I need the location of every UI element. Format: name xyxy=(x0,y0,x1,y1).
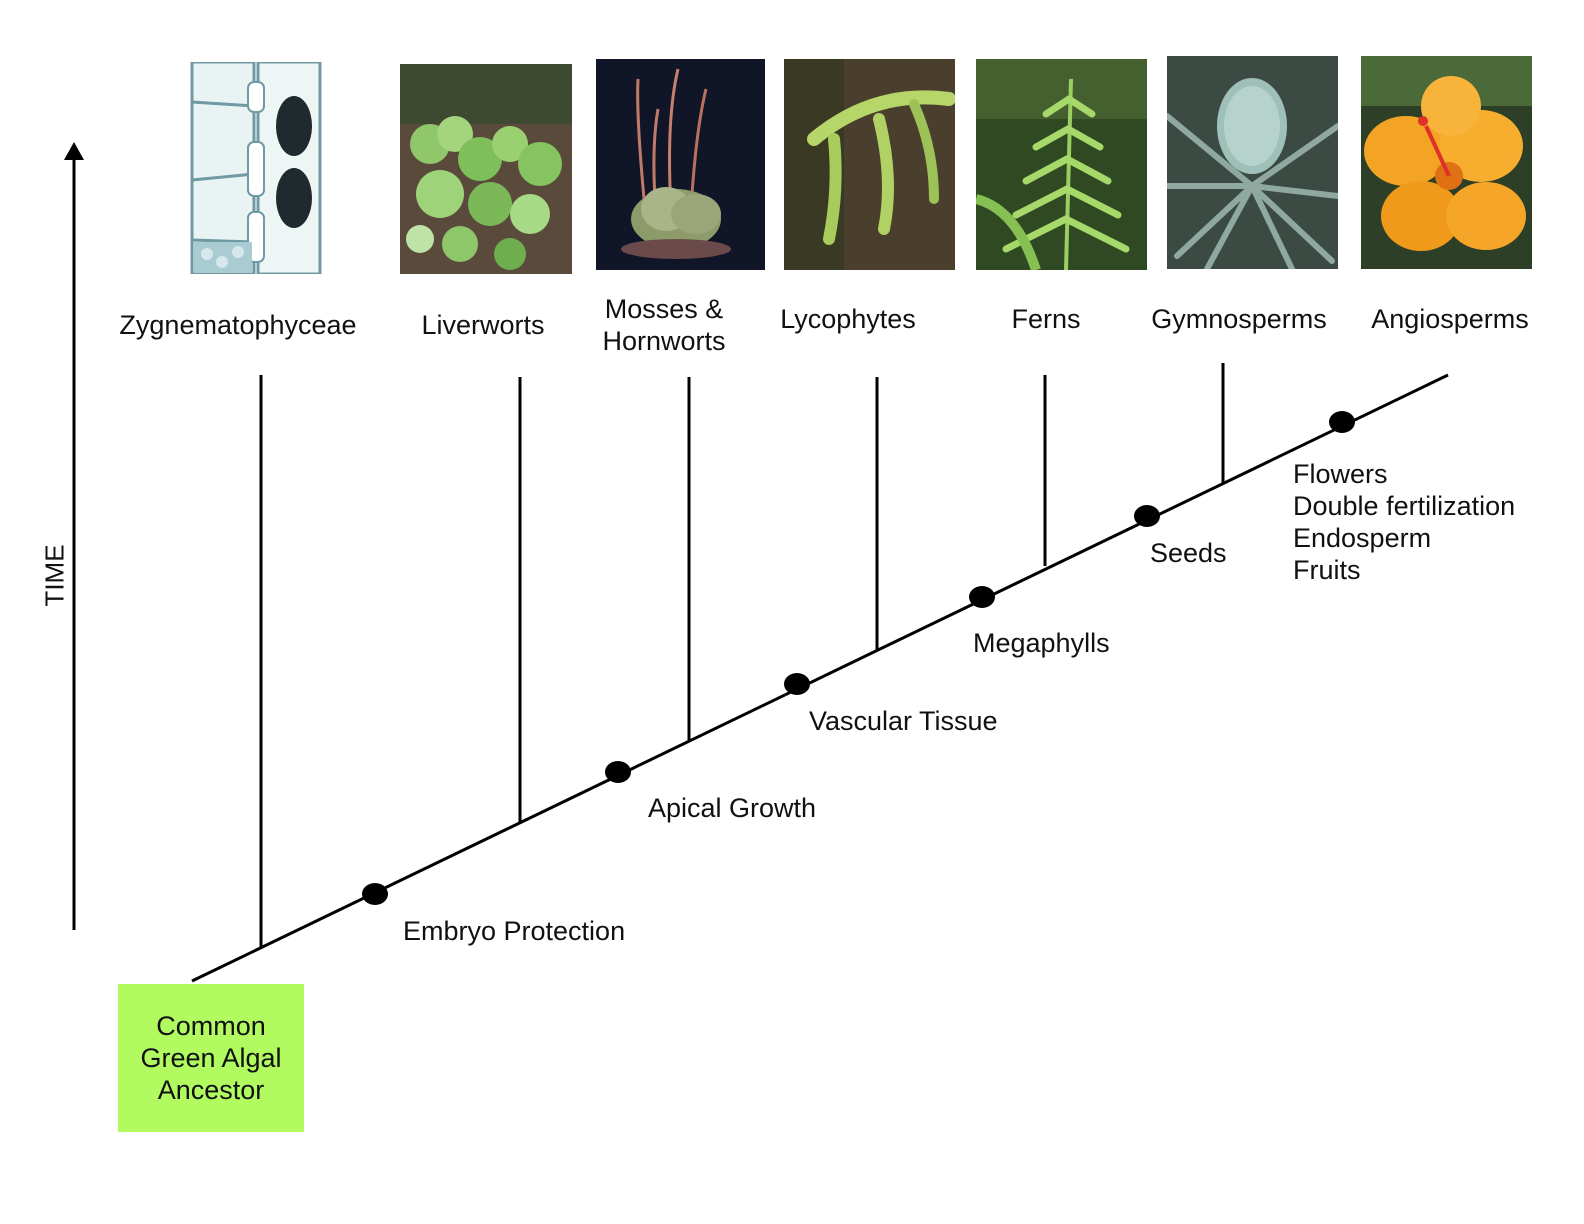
ancestor-line-1: Common xyxy=(156,1011,266,1041)
taxon-label-mosses-hornworts-line2: Hornworts xyxy=(602,326,725,356)
cycad-photo xyxy=(1167,56,1338,269)
trait-label-megaphylls: Megaphylls xyxy=(973,628,1110,658)
taxon-label-mosses-hornworts-line1: Mosses & xyxy=(605,294,724,324)
time-arrow-head xyxy=(64,142,84,160)
time-axis-label: TIME xyxy=(39,544,70,607)
ancestor-line-2: Green Algal xyxy=(140,1043,282,1073)
trait-label-vascular-tissue: Vascular Tissue xyxy=(809,706,998,736)
trait-dot-embryo-protection xyxy=(362,883,388,905)
taxon-label-ferns: Ferns xyxy=(1011,304,1080,334)
fern-photo xyxy=(976,59,1147,270)
taxon-label-angiosperms: Angiosperms xyxy=(1371,304,1529,334)
trait-label-flowers: Flowers xyxy=(1293,459,1388,489)
trait-dot-megaphylls xyxy=(969,586,995,608)
common-ancestor-box: Common Green Algal Ancestor xyxy=(118,984,304,1132)
trait-label-double-fertilization: Double fertilization xyxy=(1293,491,1515,521)
moss-photo xyxy=(596,59,765,270)
ancestor-line-3: Ancestor xyxy=(157,1075,265,1105)
lycophyte-photo xyxy=(784,59,955,270)
taxon-label-zygnematophyceae: Zygnematophyceae xyxy=(119,310,356,340)
algae-filament-photo xyxy=(162,62,322,274)
trait-label-apical-growth: Apical Growth xyxy=(648,793,816,823)
taxon-label-gymnosperms: Gymnosperms xyxy=(1151,304,1327,334)
taxon-label-liverworts: Liverworts xyxy=(421,310,544,340)
trait-label-seeds: Seeds xyxy=(1150,538,1227,568)
trait-dot-seeds xyxy=(1134,505,1160,527)
trait-label-embryo-protection: Embryo Protection xyxy=(403,916,625,946)
liverwort-photo xyxy=(400,64,572,274)
main-lineage-line xyxy=(191,373,1449,983)
trait-dot-flowers xyxy=(1329,411,1355,433)
hibiscus-flower-photo xyxy=(1361,56,1532,269)
trait-dot-apical-growth xyxy=(605,761,631,783)
trait-label-fruits: Fruits xyxy=(1293,555,1361,585)
taxon-label-lycophytes: Lycophytes xyxy=(780,304,916,334)
trait-label-endosperm: Endosperm xyxy=(1293,523,1431,553)
trait-dot-vascular-tissue xyxy=(784,673,810,695)
